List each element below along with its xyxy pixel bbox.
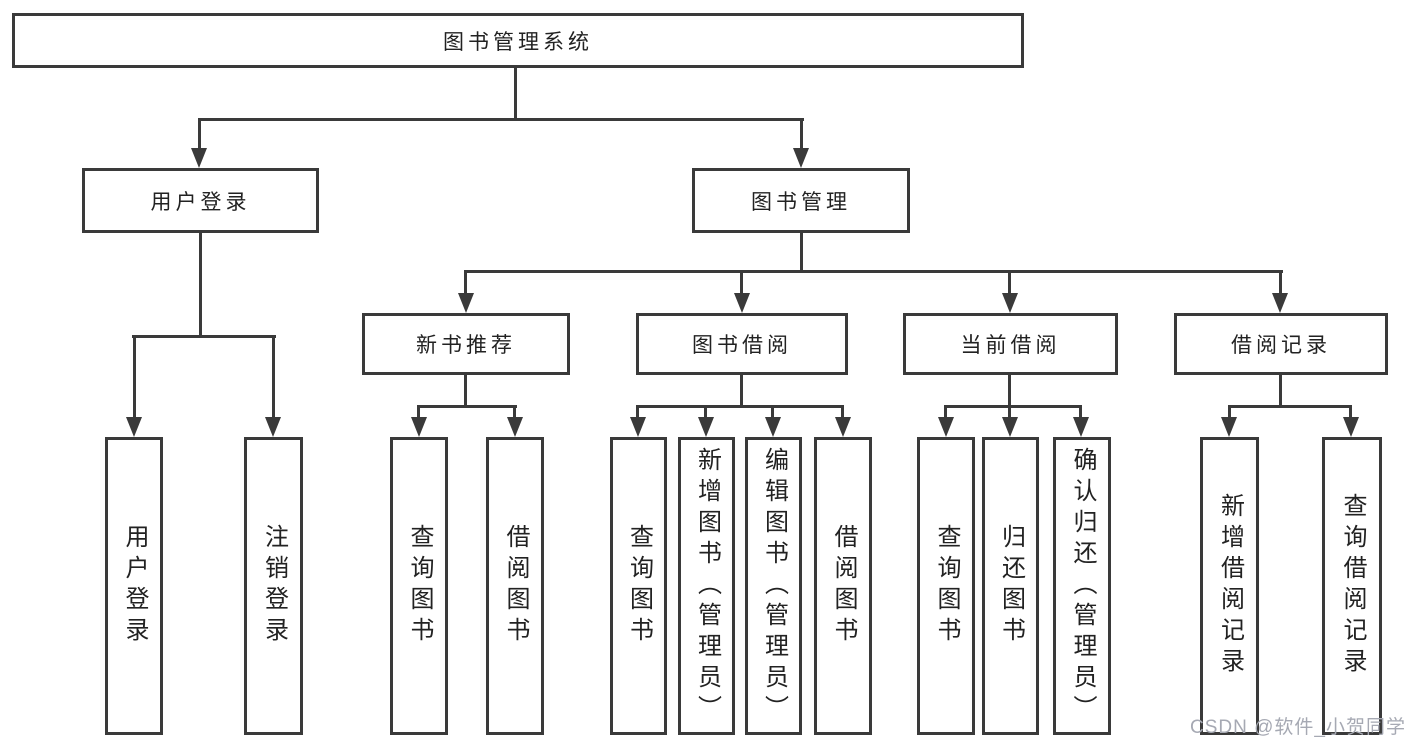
node-root-label: 图书管理系统 xyxy=(443,30,593,54)
connector-line xyxy=(464,270,467,295)
leaf-borrow-books-newrec-label: 借阅图书 xyxy=(502,524,529,648)
arrowhead-icon xyxy=(126,417,142,437)
leaf-edit-books-admin-label: 编辑图书（管理员） xyxy=(760,446,788,726)
node-book-management-label: 图书管理 xyxy=(751,190,851,214)
connector-line xyxy=(740,375,743,407)
connector-line xyxy=(1279,270,1282,295)
leaf-query-books-borrow: 查询图书 xyxy=(610,437,667,735)
leaf-add-books-admin-label: 新增图书（管理员） xyxy=(693,446,721,726)
leaf-borrow-books-borrow: 借阅图书 xyxy=(814,437,872,735)
connector-line xyxy=(514,68,517,120)
leaf-add-borrow-record: 新增借阅记录 xyxy=(1200,437,1259,735)
watermark: CSDN @软件_小贺同学 xyxy=(1190,717,1405,738)
leaf-query-books-newrec: 查询图书 xyxy=(390,437,448,735)
leaf-borrow-books-newrec: 借阅图书 xyxy=(486,437,544,735)
node-root: 图书管理系统 xyxy=(12,13,1024,68)
node-borrow-records: 借阅记录 xyxy=(1174,313,1388,375)
connector-line xyxy=(417,405,517,408)
connector-line xyxy=(272,335,275,419)
leaf-edit-books-admin: 编辑图书（管理员） xyxy=(745,437,802,735)
leaf-confirm-return-admin-label: 确认归还（管理员） xyxy=(1069,446,1096,726)
connector-line xyxy=(198,118,201,150)
connector-line xyxy=(944,405,947,419)
node-borrow-records-label: 借阅记录 xyxy=(1231,334,1331,357)
arrowhead-icon xyxy=(938,417,954,437)
node-current-borrowing: 当前借阅 xyxy=(903,313,1118,375)
connector-line xyxy=(1008,405,1011,419)
connector-line xyxy=(199,233,202,337)
connector-line xyxy=(464,270,1283,273)
connector-line xyxy=(1349,405,1352,419)
connector-line xyxy=(417,405,420,419)
arrowhead-icon xyxy=(1272,293,1288,313)
arrowhead-icon xyxy=(1073,417,1089,437)
arrowhead-icon xyxy=(265,417,281,437)
connector-line xyxy=(771,405,774,419)
connector-line xyxy=(1079,405,1082,419)
node-new-book-recommend-label: 新书推荐 xyxy=(416,334,516,357)
leaf-return-books-label: 归还图书 xyxy=(997,524,1025,648)
leaf-query-borrow-record: 查询借阅记录 xyxy=(1322,437,1382,735)
leaf-query-books-current-label: 查询图书 xyxy=(933,524,960,648)
connector-line xyxy=(740,270,743,295)
leaf-add-borrow-record-label: 新增借阅记录 xyxy=(1216,493,1244,679)
node-book-management: 图书管理 xyxy=(692,168,910,233)
arrowhead-icon xyxy=(191,148,207,168)
node-new-book-recommend: 新书推荐 xyxy=(362,313,570,375)
node-book-borrowing: 图书借阅 xyxy=(636,313,848,375)
node-book-borrowing-label: 图书借阅 xyxy=(692,334,792,357)
node-current-borrowing-label: 当前借阅 xyxy=(960,334,1061,357)
connector-line xyxy=(464,375,467,407)
connector-line xyxy=(800,233,803,273)
connector-line xyxy=(198,118,804,121)
arrowhead-icon xyxy=(411,417,427,437)
arrowhead-icon xyxy=(1002,293,1018,313)
connector-line xyxy=(132,335,276,338)
node-user-login-label: 用户登录 xyxy=(150,190,251,214)
connector-line xyxy=(1228,405,1231,419)
leaf-logout: 注销登录 xyxy=(244,437,303,735)
arrowhead-icon xyxy=(835,417,851,437)
connector-line xyxy=(800,118,803,150)
arrowhead-icon xyxy=(507,417,523,437)
leaf-add-books-admin: 新增图书（管理员） xyxy=(678,437,735,735)
connector-line xyxy=(1279,375,1282,407)
connector-line xyxy=(1008,270,1011,295)
connector-line xyxy=(513,405,516,419)
arrowhead-icon xyxy=(765,417,781,437)
arrowhead-icon xyxy=(734,293,750,313)
arrowhead-icon xyxy=(793,148,809,168)
connector-line xyxy=(1008,375,1011,407)
leaf-logout-label: 注销登录 xyxy=(260,524,288,648)
leaf-query-books-borrow-label: 查询图书 xyxy=(625,524,653,648)
connector-line xyxy=(133,335,136,419)
leaf-user-login-label: 用户登录 xyxy=(121,524,148,648)
arrowhead-icon xyxy=(1221,417,1237,437)
leaf-return-books: 归还图书 xyxy=(982,437,1039,735)
leaf-borrow-books-borrow-label: 借阅图书 xyxy=(830,524,857,648)
connector-line xyxy=(944,405,1082,408)
leaf-query-books-newrec-label: 查询图书 xyxy=(406,524,433,648)
arrowhead-icon xyxy=(1343,417,1359,437)
node-user-login: 用户登录 xyxy=(82,168,319,233)
leaf-confirm-return-admin: 确认归还（管理员） xyxy=(1053,437,1111,735)
connector-line xyxy=(636,405,844,408)
leaf-query-books-current: 查询图书 xyxy=(917,437,975,735)
arrowhead-icon xyxy=(458,293,474,313)
connector-line xyxy=(636,405,639,419)
leaf-user-login: 用户登录 xyxy=(105,437,163,735)
leaf-query-borrow-record-label: 查询借阅记录 xyxy=(1339,493,1366,679)
arrowhead-icon xyxy=(1002,417,1018,437)
connector-line xyxy=(1228,405,1352,408)
arrowhead-icon xyxy=(630,417,646,437)
arrowhead-icon xyxy=(698,417,714,437)
connector-line xyxy=(841,405,844,419)
connector-line xyxy=(704,405,707,419)
